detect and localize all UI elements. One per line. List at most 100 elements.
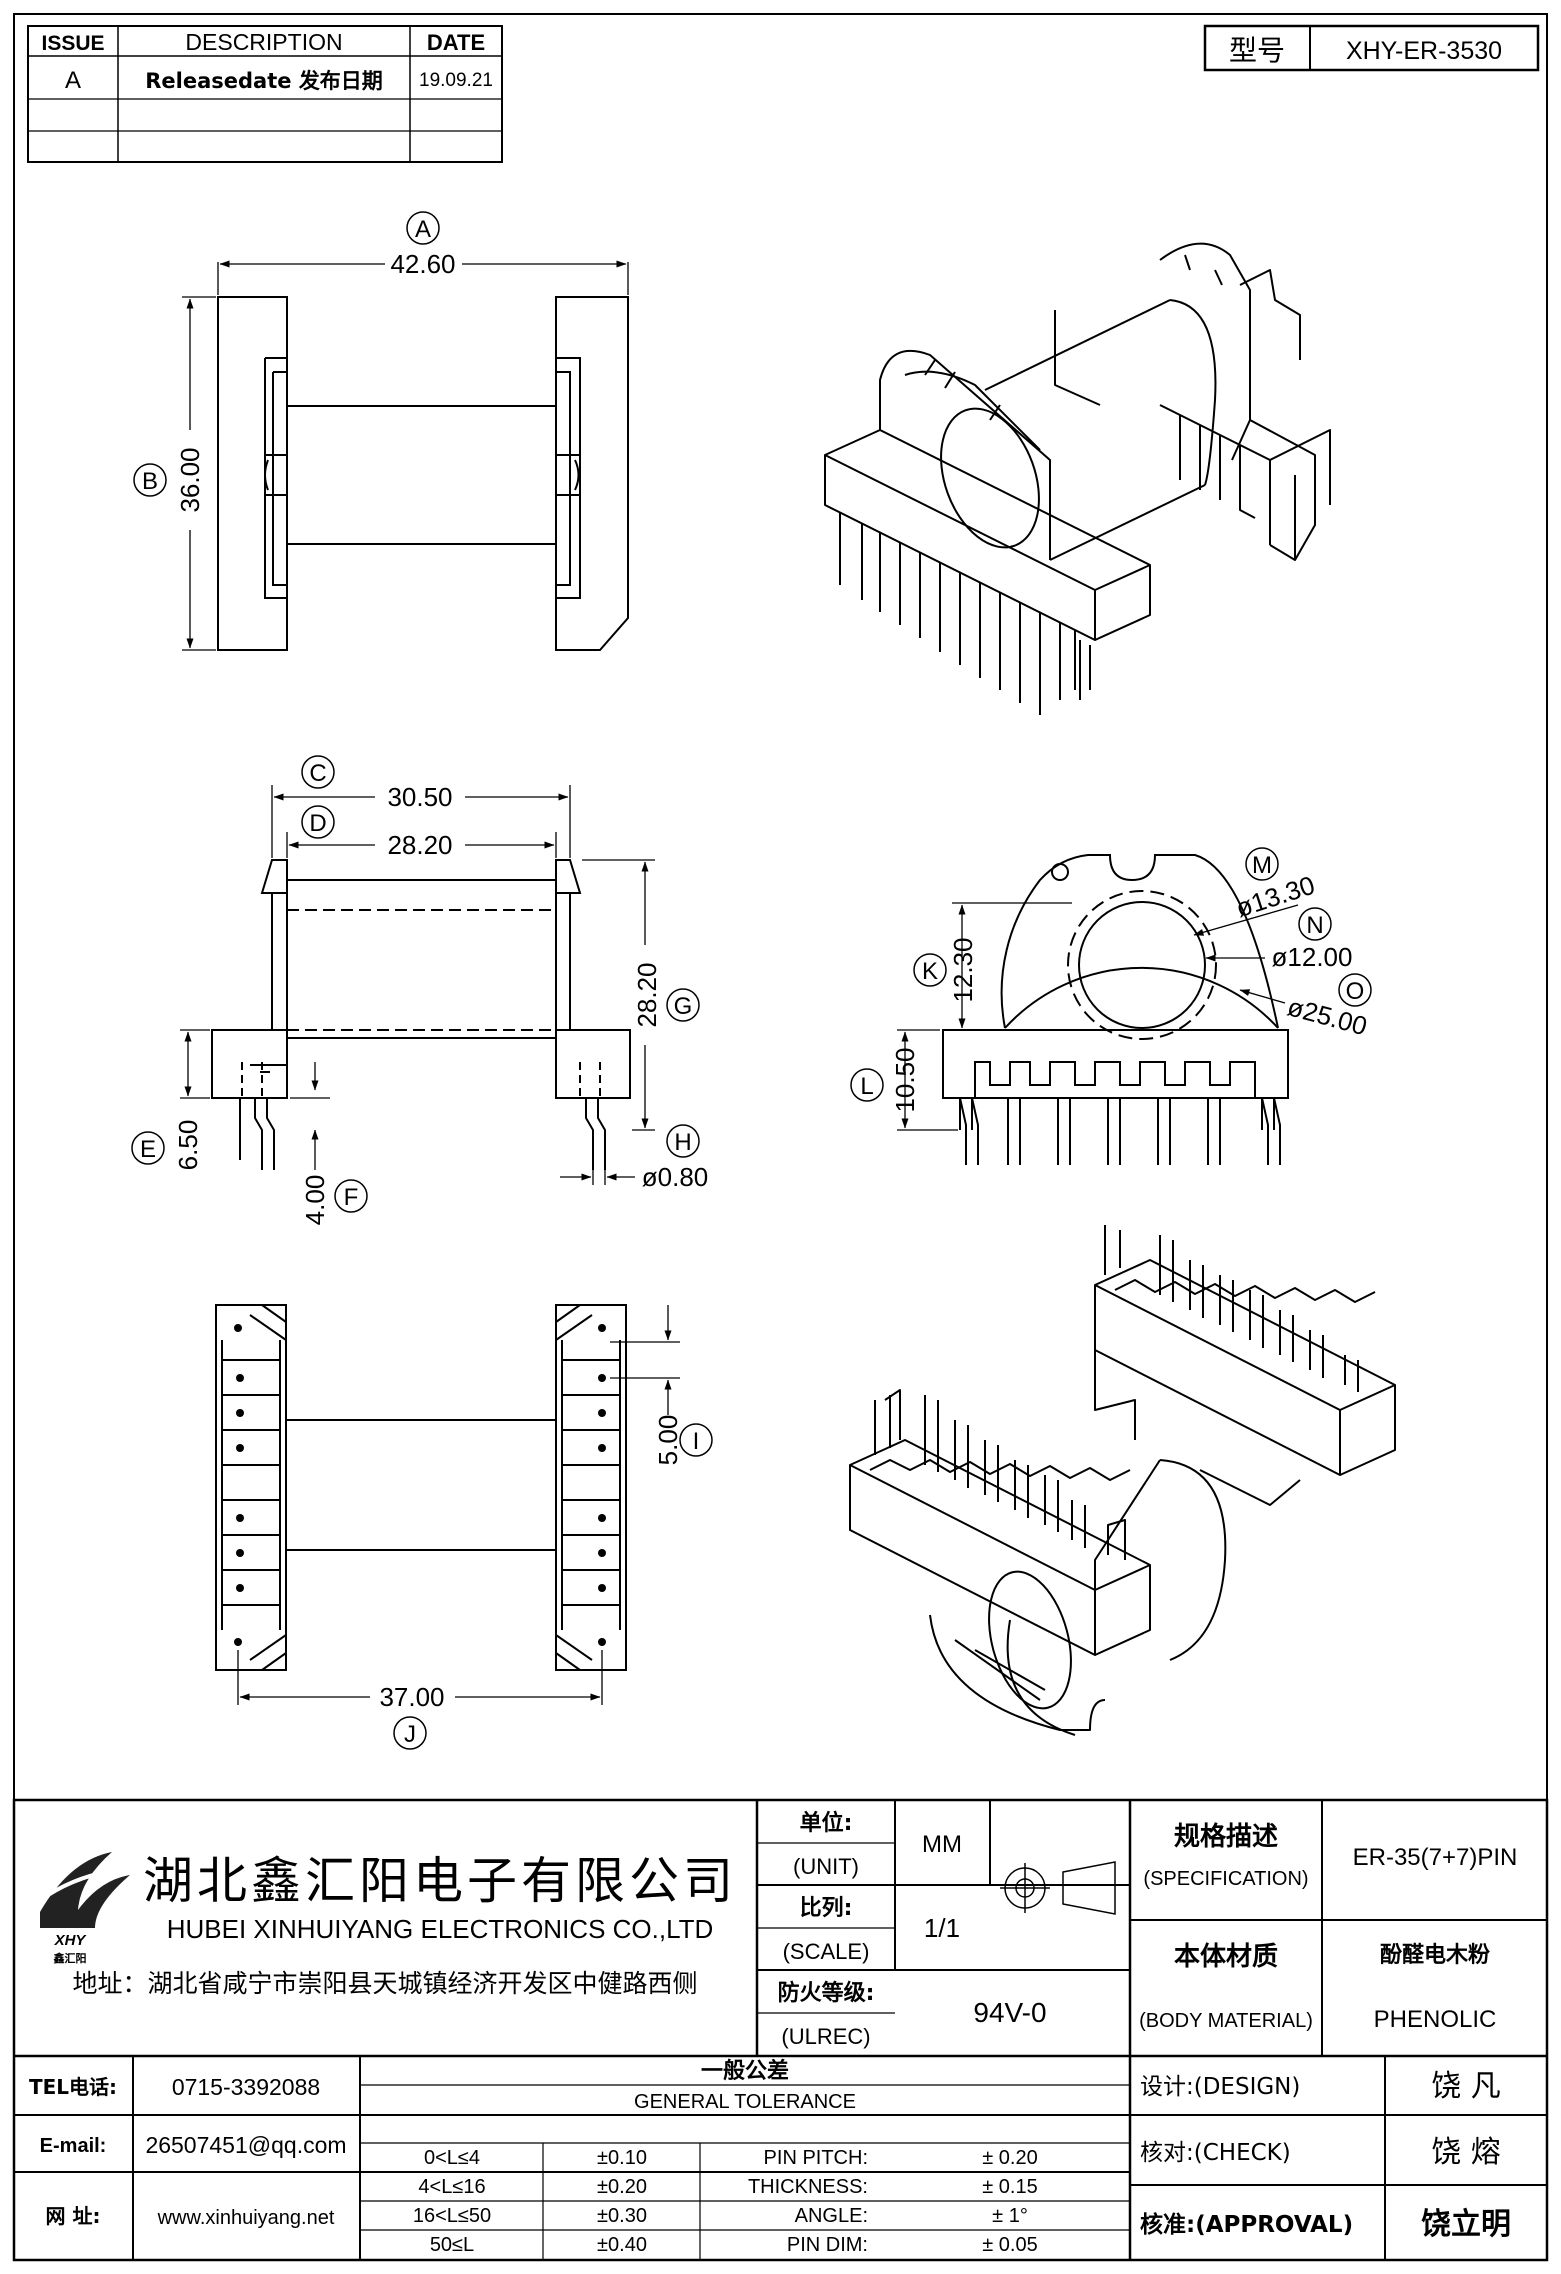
ul-label-cn: 防火等级:	[778, 1980, 875, 2006]
dim-j-value: 37.00	[379, 1682, 444, 1712]
title-block	[12, 1798, 1549, 2262]
dim-g-value: 28.20	[632, 962, 662, 1027]
company-address: 地址：湖北省咸宁市崇阳县天城镇经济开发区中健路西侧	[72, 1969, 697, 1998]
view-bottom-pins	[234, 1324, 606, 1646]
dim-d-tag: D	[309, 810, 326, 837]
tel-label: TEL电话:	[29, 2075, 117, 2099]
dim-e-tag: E	[140, 1136, 156, 1163]
view-side	[942, 854, 1289, 1165]
tolerance-value: ±0.10	[597, 2147, 647, 2169]
dim-c: 30.50 C	[271, 755, 571, 858]
dim-f-value: 4.00	[300, 1175, 330, 1226]
logo-subtext: 鑫汇阳	[53, 1951, 87, 1965]
dim-n-tag: N	[1306, 912, 1323, 939]
spec-label-en: (SPECIFICATION)	[1143, 1868, 1308, 1890]
view-top	[217, 296, 629, 651]
rev-header-issue: ISSUE	[41, 32, 104, 55]
view-bottom	[215, 1304, 627, 1671]
tolerance-value: ±0.20	[597, 2176, 647, 2198]
rev-header-description: DESCRIPTION	[185, 29, 342, 55]
web-label: 网 址:	[46, 2204, 101, 2228]
dim-b-tag: B	[142, 468, 158, 495]
dim-h-tag: H	[674, 1129, 691, 1156]
dim-k-value: 12.30	[948, 937, 978, 1002]
dim-l: 10.50 L	[850, 1029, 958, 1131]
tolerance-value: ±0.40	[597, 2234, 647, 2256]
tolerance-other-label: PIN PITCH:	[764, 2147, 868, 2169]
dim-h-value: ø0.80	[642, 1162, 709, 1192]
dim-e-value: 6.50	[173, 1120, 203, 1171]
tolerance-other-label: ANGLE:	[795, 2205, 868, 2227]
tolerance-other-label: PIN DIM:	[787, 2234, 868, 2256]
model-label: 型号	[1229, 34, 1285, 67]
model-number: XHY-ER-3530	[1346, 37, 1502, 65]
dim-k-tag: K	[922, 958, 938, 985]
approval-label: 核准:(APPROVAL)	[1140, 2211, 1353, 2238]
dim-d: 28.20 D	[286, 805, 557, 860]
design-name: 饶 凡	[1431, 2069, 1501, 2104]
unit-value: MM	[922, 1831, 962, 1858]
unit-label-cn: 单位:	[800, 1810, 853, 1836]
dim-b: 36.00 B	[133, 296, 216, 651]
check-label: 核对:(CHECK)	[1140, 2140, 1291, 2166]
approval-name: 饶立明	[1421, 2207, 1511, 2242]
iso-view-bottom	[849, 1225, 1396, 1736]
tolerance-value: ±0.30	[597, 2205, 647, 2227]
tolerance-title-en: GENERAL TOLERANCE	[634, 2091, 856, 2113]
scale-value: 1/1	[924, 1913, 960, 1943]
ul-label-en: (ULREC)	[781, 2024, 870, 2049]
dim-j: 37.00 J	[237, 1650, 603, 1750]
email-label: E-mail:	[40, 2135, 107, 2157]
material-value-cn: 酚醛电木粉	[1380, 1943, 1490, 1968]
dim-o-tag: O	[1346, 978, 1365, 1005]
dim-a-value: 42.60	[390, 249, 455, 279]
tolerance-range: 16<L≤50	[413, 2205, 491, 2227]
tolerance-range-list: 0<L≤4 4<L≤16 16<L≤50 50≤L ±0.10 ±0.20 ±0…	[413, 2147, 647, 2256]
rev-row-description: Releasedate 发布日期	[145, 69, 383, 93]
dim-d-value: 28.20	[387, 830, 452, 860]
dim-l-tag: L	[860, 1073, 873, 1100]
tolerance-other-value: ± 1°	[992, 2205, 1028, 2227]
dim-a: 42.60 A	[217, 211, 629, 295]
dim-n-value: ø12.00	[1272, 942, 1353, 972]
material-value-en: PHENOLIC	[1374, 2006, 1497, 2033]
dim-f-tag: F	[344, 1184, 359, 1211]
model-box: 型号 XHY-ER-3530	[1203, 24, 1540, 72]
dim-h: ø0.80 H	[560, 1124, 709, 1192]
revision-table: ISSUE DESCRIPTION DATE A Releasedate 发布日…	[27, 25, 503, 163]
company-logo: XHY 鑫汇阳	[40, 1852, 130, 1965]
tolerance-title-cn: 一般公差	[701, 2058, 789, 2084]
material-label-en: (BODY MATERIAL)	[1139, 2010, 1313, 2032]
dim-o: ø25.00 O	[1239, 973, 1372, 1041]
view-front	[211, 859, 631, 1170]
dim-i-value: 5.00	[653, 1415, 683, 1466]
design-label: 设计:(DESIGN)	[1140, 2074, 1300, 2100]
unit-label-en: (UNIT)	[793, 1854, 859, 1879]
projection-symbol	[1000, 1861, 1116, 1915]
dim-c-tag: C	[309, 760, 326, 787]
logo-text: XHY	[54, 1932, 88, 1949]
dim-f: 4.00 F	[290, 1062, 368, 1226]
tolerance-other-value: ± 0.05	[982, 2234, 1037, 2256]
dim-c-value: 30.50	[387, 782, 452, 812]
tel-value: 0715-3392088	[172, 2074, 320, 2100]
web-value: www.xinhuiyang.net	[157, 2207, 335, 2229]
tolerance-other-label: THICKNESS:	[748, 2176, 868, 2198]
dim-g-tag: G	[674, 993, 693, 1020]
dim-n: ø12.00 N	[1205, 907, 1353, 972]
dim-g: 28.20 G	[582, 859, 700, 1131]
spec-label-cn: 规格描述	[1174, 1821, 1278, 1852]
tolerance-other-value: ± 0.20	[982, 2147, 1037, 2169]
material-label-cn: 本体材质	[1174, 1942, 1278, 1972]
tolerance-range: 50≤L	[430, 2234, 474, 2256]
dim-b-value: 36.00	[175, 447, 205, 512]
dim-m-tag: M	[1252, 852, 1272, 879]
dim-a-tag: A	[415, 216, 431, 243]
tolerance-range: 4<L≤16	[418, 2176, 485, 2198]
scale-label-cn: 比列:	[800, 1896, 853, 1921]
rev-row-issue: A	[65, 67, 81, 94]
company-name-en: HUBEI XINHUIYANG ELECTRONICS CO.,LTD	[167, 1914, 714, 1944]
iso-view-top	[824, 242, 1331, 715]
check-name: 饶 熔	[1431, 2135, 1501, 2170]
rev-row-date: 19.09.21	[419, 70, 493, 91]
